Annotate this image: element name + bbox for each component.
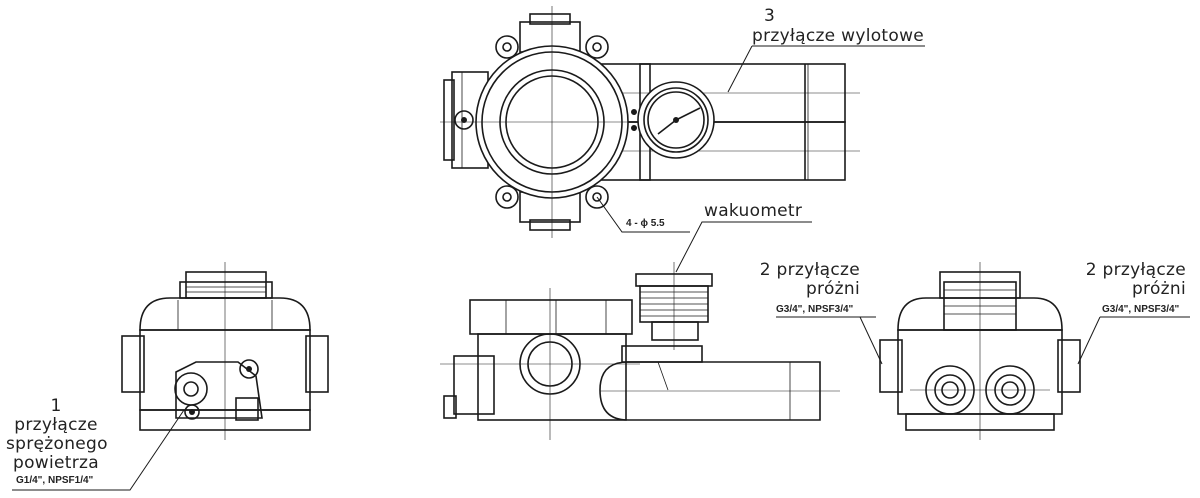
vacuum-gauge-label: wakuometr [704, 201, 803, 221]
holes-label: 4 - ϕ 5.5 [626, 218, 665, 229]
left-view [12, 262, 329, 491]
air-number: 1 [50, 396, 62, 416]
right-view [776, 262, 1190, 440]
outlet-label: przyłącze wylotowe [752, 26, 925, 46]
vacuum-right-thread: G3/4", NPSF3/4" [1102, 304, 1180, 315]
vacuum-left-label-line1: 2 przyłącze [759, 260, 860, 280]
vacuum-left-thread: G3/4", NPSF3/4" [776, 304, 854, 315]
air-thread: G1/4", NPSF1/4" [16, 475, 94, 486]
air-label-line2: sprężonego [6, 434, 108, 454]
vacuum-right-label-line2: próżni [1131, 279, 1186, 299]
vacuum-left-label-line2: próżni [805, 279, 860, 299]
outlet-number: 3 [764, 6, 776, 26]
vacuum-right-label-line1: 2 przyłącze [1085, 260, 1186, 280]
air-label-line1: przyłącze [14, 415, 98, 435]
top-view [440, 6, 925, 238]
air-label-line3: powietrza [13, 453, 99, 473]
middle-view [440, 221, 840, 440]
